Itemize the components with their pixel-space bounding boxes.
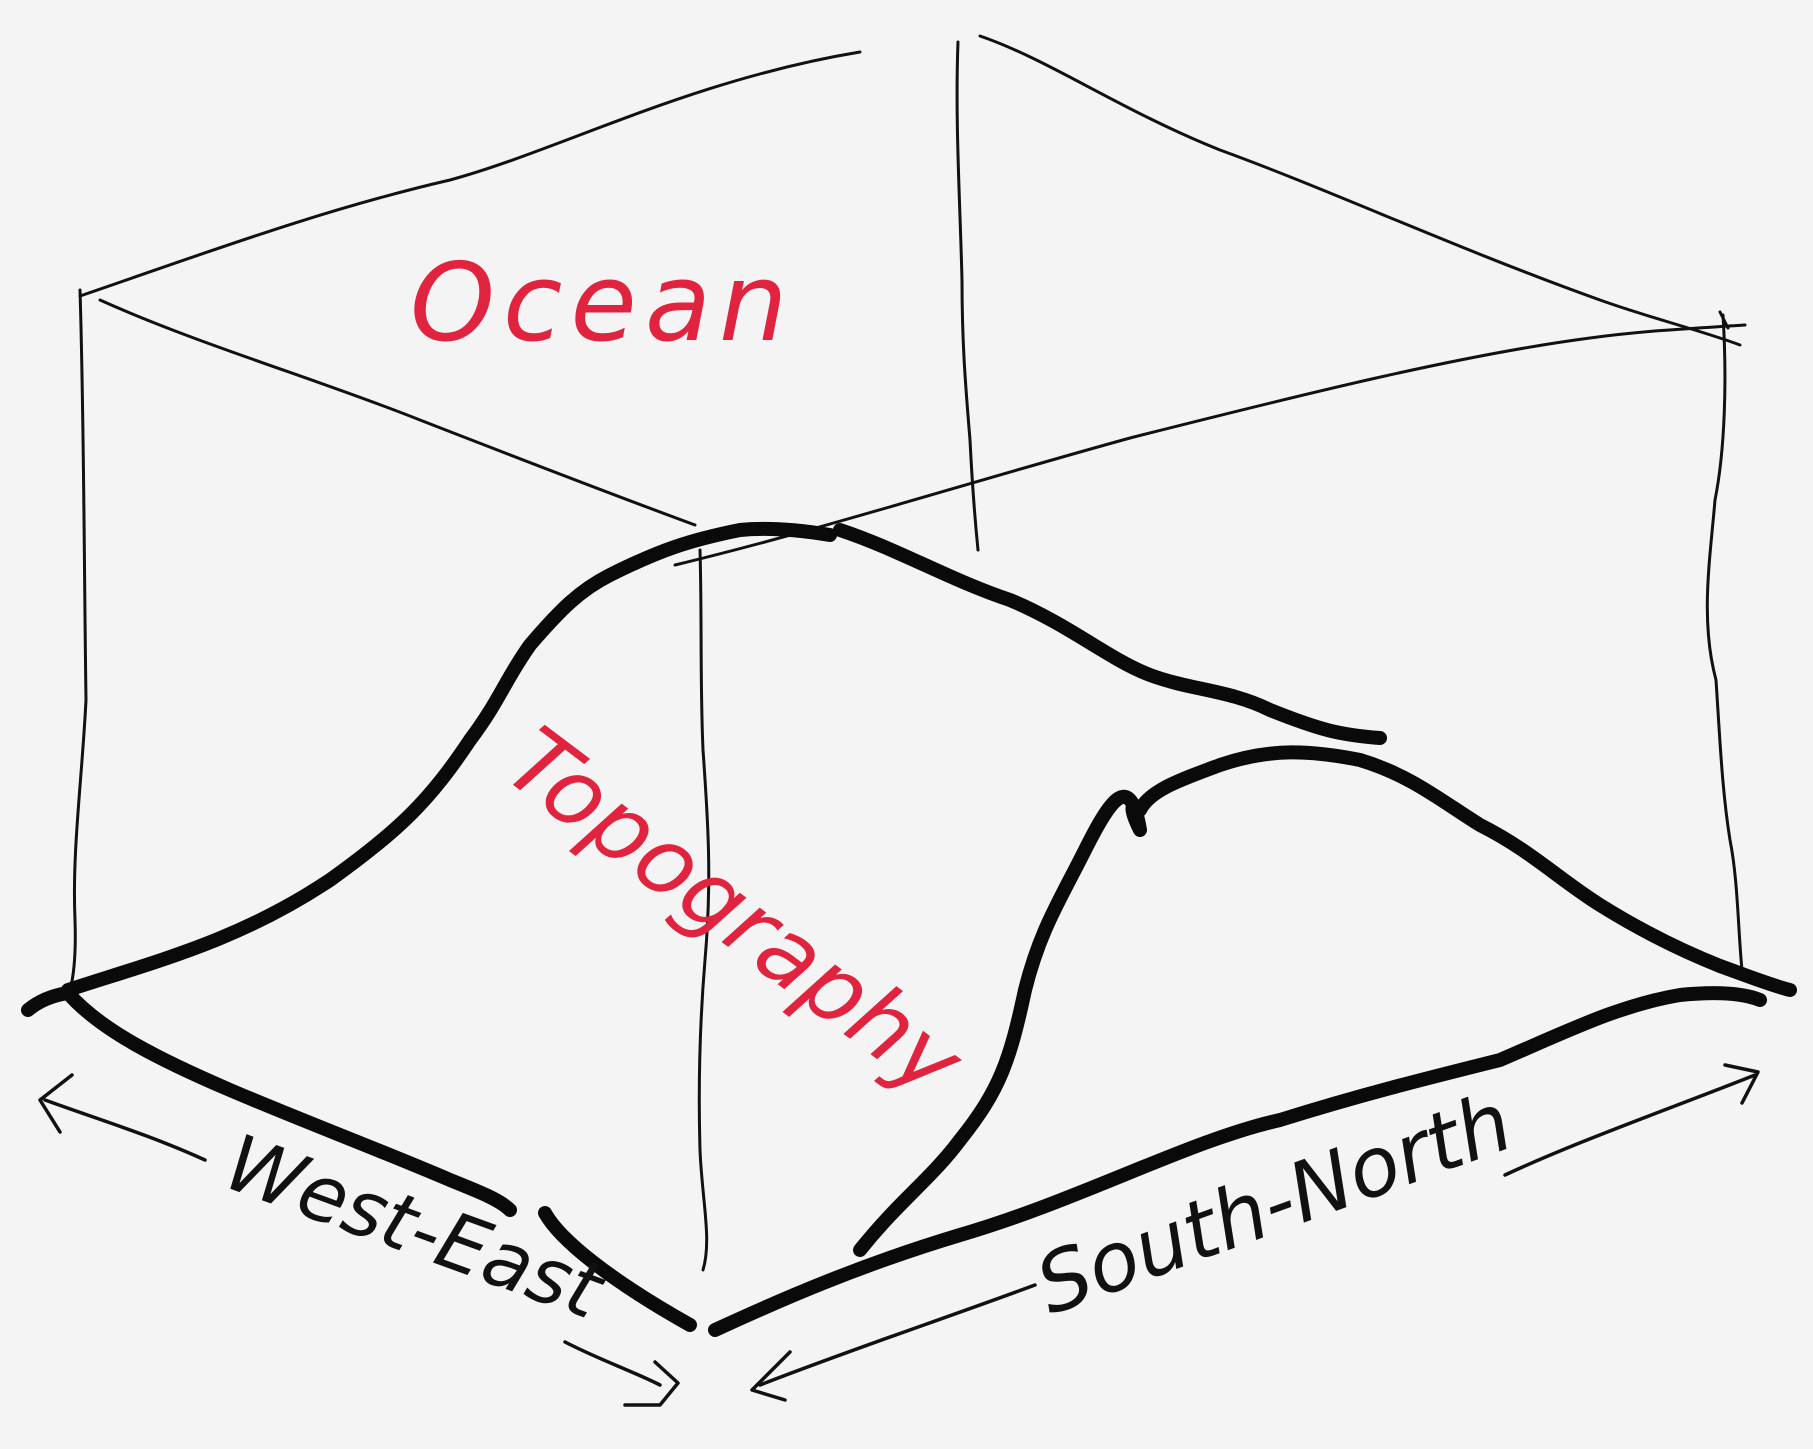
west-east-arrow-left-shaft	[43, 1098, 207, 1162]
front-vertical-edge	[697, 548, 711, 1272]
topography-ridge-west	[61, 521, 837, 997]
base-edge-west-east-end	[538, 1206, 697, 1332]
top-back-left-edge	[78, 50, 862, 298]
right-vertical-edge	[1705, 313, 1744, 972]
left-vertical-edge	[68, 288, 88, 992]
base-edge-south-north	[708, 986, 1767, 1337]
ocean-label: Ocean	[410, 241, 795, 366]
south-north-arrow-left-shaft	[758, 1283, 1037, 1387]
top-back-right-edge	[978, 34, 1742, 347]
south-north-arrow-right-head	[1723, 1063, 1760, 1105]
west-east-arrow-right-head	[623, 1360, 680, 1407]
west-east-arrow	[38, 1073, 680, 1407]
topography-label: Topography	[487, 707, 984, 1118]
south-north-arrow-right-shaft	[1503, 1073, 1757, 1177]
south-north-label: South-North	[1024, 1074, 1524, 1333]
south-north-arrow-left-head	[750, 1350, 792, 1402]
topography-surface	[21, 521, 1797, 1337]
topography-ridge-east	[833, 523, 1387, 745]
back-vertical-edge	[955, 40, 980, 552]
west-east-arrow-left-head	[38, 1073, 74, 1134]
base-edge-west-east	[21, 986, 517, 1217]
top-front-left-edge	[98, 298, 697, 527]
top-front-right-edge	[673, 323, 1747, 567]
topography-ridge-north	[853, 745, 1797, 1257]
west-east-arrow-right-shaft	[563, 1340, 662, 1387]
south-north-arrow	[750, 1063, 1760, 1402]
ocean-box-edges	[68, 34, 1747, 1272]
